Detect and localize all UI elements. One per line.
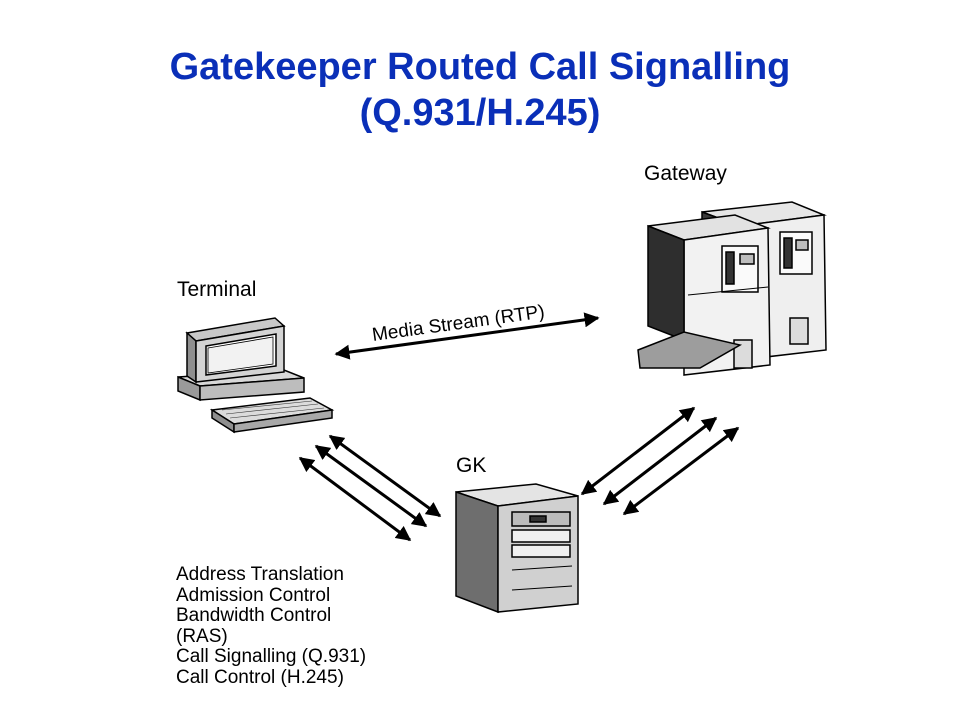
list-item: Call Signalling (Q.931) (176, 646, 367, 667)
terminal-label: Terminal (177, 278, 257, 301)
slide-subtitle: (Q.931/H.245) (359, 92, 601, 134)
gk-gateway-arrows (580, 406, 740, 516)
gk-functions-list: Address Translation Admission Control Ba… (176, 564, 367, 688)
media-stream-arrow (334, 312, 600, 360)
terminal-gk-arrow (314, 444, 428, 528)
list-item: (RAS) (176, 625, 228, 647)
gk-gateway-arrow (580, 406, 696, 496)
gk-gateway-arrow (602, 416, 718, 506)
terminal-gk-arrow (328, 434, 442, 518)
gateway-label: Gateway (644, 162, 727, 185)
list-item: Bandwidth Control (176, 605, 332, 626)
gatekeeper-server-icon (455, 483, 579, 614)
terminal-gk-arrows (298, 434, 442, 542)
list-item: Address Translation (176, 564, 344, 585)
media-stream-label: Media Stream (RTP) (371, 302, 546, 346)
list-item: Admission Control (176, 584, 331, 606)
slide-title: Gatekeeper Routed Call Signalling (169, 46, 791, 88)
gateway-server-icon (637, 201, 827, 376)
terminal-gk-arrow (298, 456, 412, 542)
terminal-computer-icon (177, 317, 335, 434)
gk-label: GK (456, 454, 487, 477)
list-item: Call Control (H.245) (176, 666, 344, 688)
gk-gateway-arrow (622, 426, 740, 516)
